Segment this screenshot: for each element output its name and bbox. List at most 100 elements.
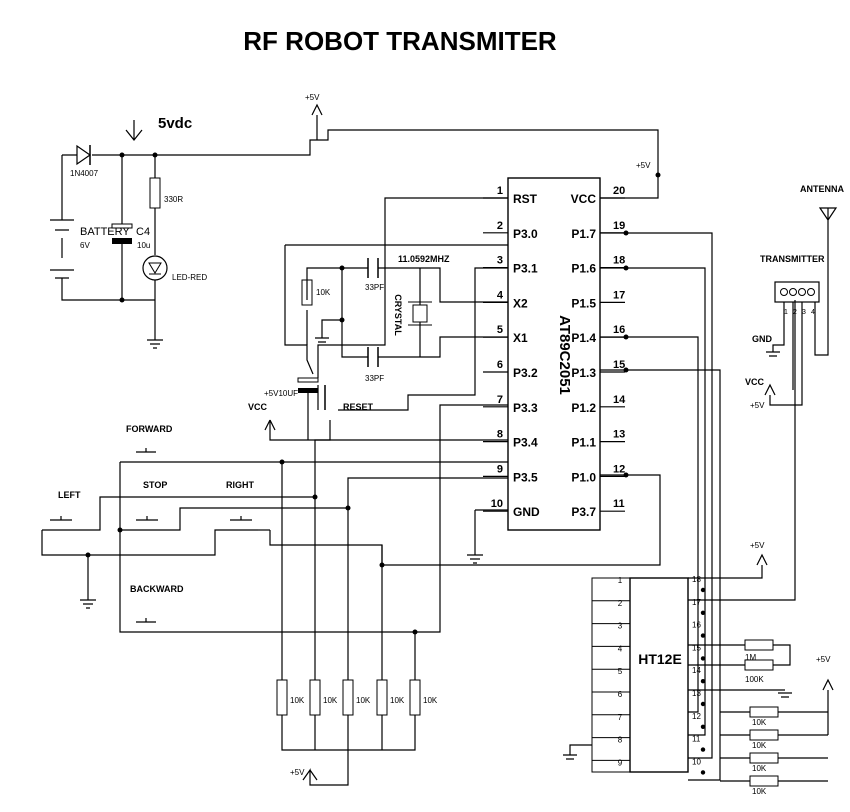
gnd-label: GND xyxy=(752,334,773,344)
mcu-pin-number: 4 xyxy=(497,289,504,301)
mcu-pin-number: 8 xyxy=(497,429,503,441)
transmitter-section: ANTENNA TRANSMITTER 1 2 3 4 GND VCC +5V xyxy=(745,184,844,410)
mcu-pin-name: P3.2 xyxy=(513,366,538,380)
pulldown-label: 10K xyxy=(290,696,305,705)
mcu-pin-number: 13 xyxy=(613,429,625,441)
ht-pin-right: 14 xyxy=(692,666,701,675)
pulldown-resistor xyxy=(342,679,354,716)
pulldown-resistor xyxy=(376,679,388,716)
diode-label: 1N4007 xyxy=(70,169,99,178)
addr-resistor-label: 10K xyxy=(752,741,767,750)
switch-backward[interactable] xyxy=(128,618,162,633)
page-title: RF ROBOT TRANSMITER xyxy=(243,26,557,56)
mcu-pin-number: 5 xyxy=(497,324,503,336)
btn-right-label: RIGHT xyxy=(226,480,255,490)
ht-pin-right: 18 xyxy=(692,575,701,584)
mcu-pin-name: P1.0 xyxy=(571,470,596,484)
mcu-pin-number: 12 xyxy=(613,463,625,475)
mcu-pin-name: P3.5 xyxy=(513,470,538,484)
crystal-label: CRYSTAL xyxy=(393,294,403,336)
resistor-1m xyxy=(744,639,774,651)
switch-left[interactable] xyxy=(42,516,78,531)
ht-pin-right: 15 xyxy=(692,643,701,652)
battery-voltage: 6V xyxy=(80,241,90,250)
addr-resistor-label: 10K xyxy=(752,764,767,773)
encoder-part-label: HT12E xyxy=(638,651,682,667)
crystal-section: 33PF 33PF CRYSTAL 11.0592MHZ xyxy=(306,254,508,383)
pulldown-label: 10K xyxy=(423,696,438,705)
arrow-down-icon xyxy=(125,120,143,141)
mcu-pin-number: 18 xyxy=(613,255,625,267)
ht-pin-left: 5 xyxy=(618,667,623,676)
mcu-pin-name: P1.6 xyxy=(571,262,596,276)
resistor-10k-reset xyxy=(301,279,313,306)
ht-pin-right: 16 xyxy=(692,621,701,630)
vcc-arrow-icon xyxy=(822,678,834,735)
switch-forward[interactable] xyxy=(128,448,160,463)
mcu-pin-number: 16 xyxy=(613,324,625,336)
ht-pin-left: 1 xyxy=(618,576,623,585)
res-1m-label: 1M xyxy=(745,653,756,662)
mcu-pin-name: P3.7 xyxy=(571,505,596,519)
battery-label: BATTERY xyxy=(80,226,130,238)
mcu-pin-number: 11 xyxy=(613,498,625,510)
mcu-pin-name: P1.5 xyxy=(571,296,596,310)
btn-stop-label: STOP xyxy=(143,480,167,490)
vcc-arrow-icon xyxy=(311,103,323,140)
vcc-tx-label: VCC xyxy=(745,377,765,387)
addr-resistor-label: 10K xyxy=(752,787,767,796)
resistor-100k xyxy=(744,659,774,671)
mcu-pin-name: P1.2 xyxy=(571,401,596,415)
mcu-pin-name: P1.4 xyxy=(571,331,596,345)
ground-icon xyxy=(315,319,342,343)
resistor-330r xyxy=(149,177,161,209)
ht-pin-left: 6 xyxy=(618,690,623,699)
mcu-pin-name: GND xyxy=(513,505,540,519)
antenna-label: ANTENNA xyxy=(800,184,844,194)
pulldown-resistor xyxy=(276,679,288,716)
mcu-pin-number: 17 xyxy=(613,289,625,301)
ht-pin-right: 13 xyxy=(692,689,701,698)
addr-resistor-label: 10K xyxy=(752,718,767,727)
mcu-pin-number: 6 xyxy=(497,359,503,371)
addr-resistor xyxy=(749,752,779,764)
ht-pin-left: 8 xyxy=(618,736,623,745)
mcu-pin-name: P3.1 xyxy=(513,262,538,276)
ht-pin-right: 12 xyxy=(692,712,701,721)
ht-pin-right: 11 xyxy=(692,735,701,744)
ground-icon xyxy=(467,509,508,564)
ground-icon xyxy=(688,689,792,698)
ht-pin-left: 3 xyxy=(618,622,623,631)
addr-resistor xyxy=(749,775,779,787)
res-100k-label: 100K xyxy=(745,675,764,684)
btn-forward-label: FORWARD xyxy=(126,424,173,434)
crystal-freq: 11.0592MHZ xyxy=(398,254,450,264)
mcu-pin-number: 14 xyxy=(613,394,626,406)
ht-pin-left: 9 xyxy=(618,758,623,767)
ht-pin-right: 10 xyxy=(692,757,701,766)
switch-stop[interactable] xyxy=(128,516,166,531)
ground-icon xyxy=(766,302,785,357)
addr-resistor xyxy=(749,706,779,718)
plus5v-top: +5V xyxy=(305,93,320,102)
mcu-pin-number: 3 xyxy=(497,255,503,267)
ground-icon xyxy=(147,280,163,349)
mcu-pin-name: P1.7 xyxy=(571,227,596,241)
reset-label: RESET xyxy=(343,402,374,412)
buttons-section: FORWARD LEFT STOP RIGHT BACKWARD xyxy=(41,404,508,635)
pulldown-label: 10K xyxy=(356,696,371,705)
pulldown-label: 10K xyxy=(323,696,338,705)
btn-left-label: LEFT xyxy=(58,490,81,500)
mcu-pin-name: X1 xyxy=(513,331,528,345)
antenna-icon xyxy=(814,207,838,356)
supply-label: 5vdc xyxy=(158,115,192,132)
vcc-arrow-icon xyxy=(264,419,276,431)
plus5v-tx: +5V xyxy=(750,401,765,410)
switch-right[interactable] xyxy=(222,516,258,531)
led-icon xyxy=(142,255,168,281)
ht-pin-left: 7 xyxy=(618,713,623,722)
mcu-at89c2051: AT89C2051 1RST2P3.03P3.14X25X16P3.27P3.3… xyxy=(483,177,626,531)
plus5v-pulldown: +5V xyxy=(290,768,305,777)
